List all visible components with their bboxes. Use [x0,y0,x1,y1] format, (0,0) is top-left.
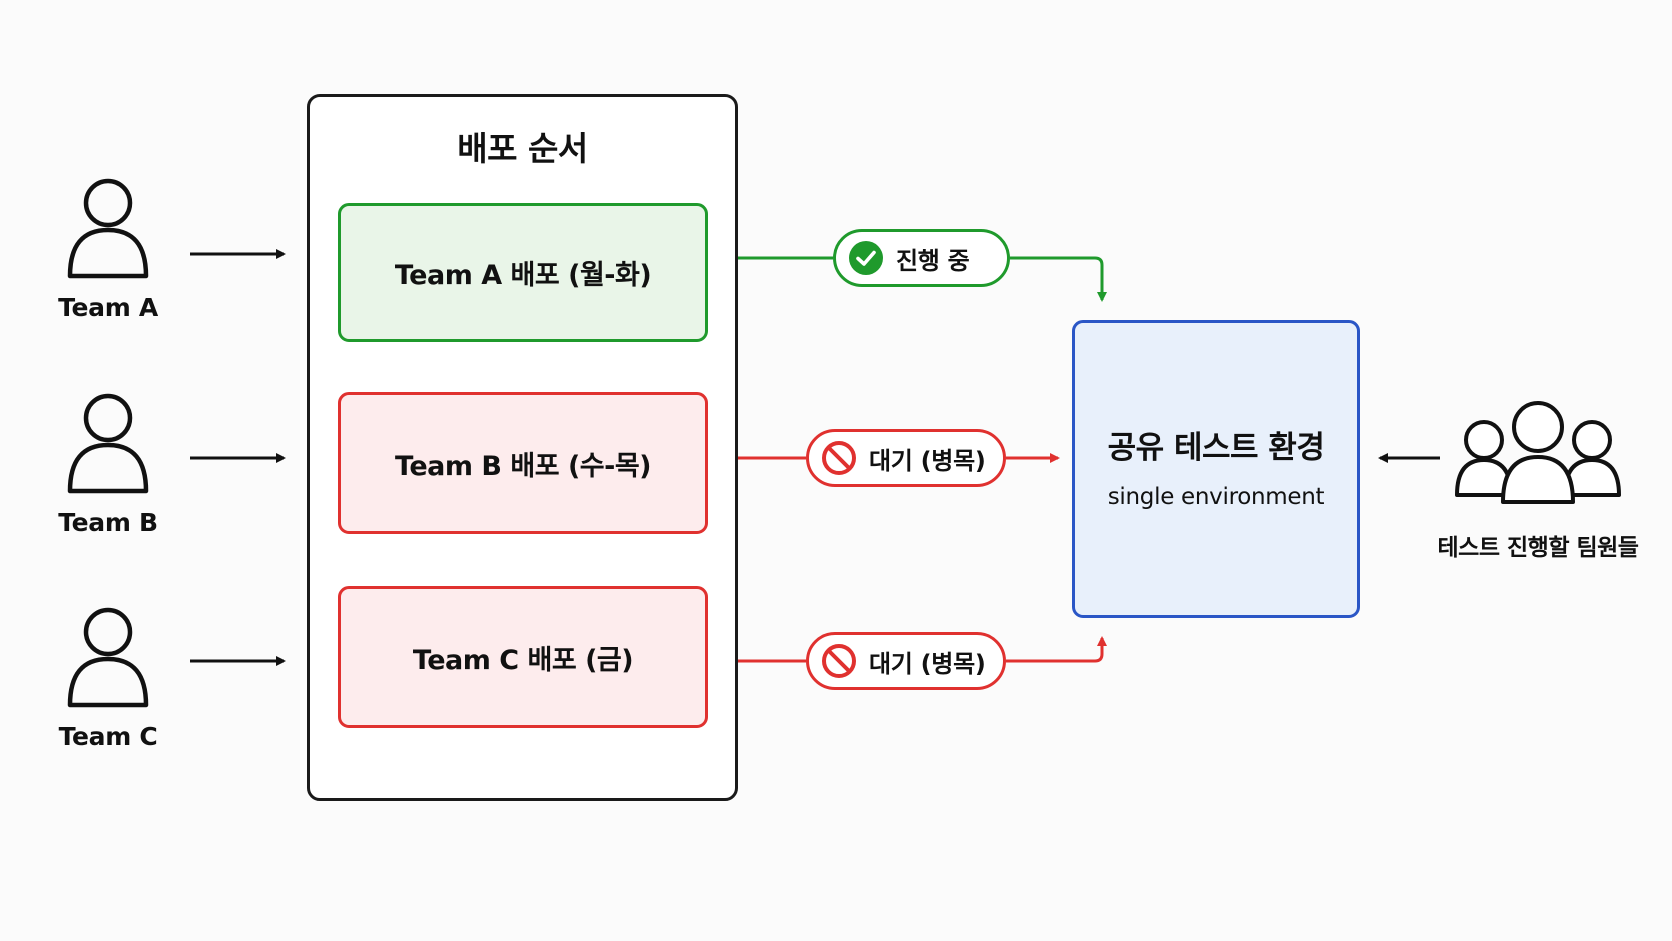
environment-title: 공유 테스트 환경 [1107,430,1325,466]
status-label-team-b: 대기 (병목) [869,446,986,475]
deploy-order-title: 배포 순서 [457,129,588,168]
team-b-deploy-label: Team B 배포 (수-목) [394,450,652,482]
team-c-label: Team C [58,722,158,751]
status-badge-team-a: 진행 중 [833,229,1010,287]
status-label-team-c: 대기 (병목) [869,649,986,678]
status-badge-team-c: 대기 (병목) [806,632,1006,690]
status-label-team-a: 진행 중 [896,246,970,275]
environment-subtitle: single environment [1107,484,1325,510]
team-a-deploy-label: Team A 배포 (월-화) [394,260,652,291]
team-a-label: Team A [58,293,158,322]
testers-label: 테스트 진행할 팀원들 [1437,535,1639,561]
team-b-person-icon [67,393,149,494]
team-b-label: Team B [58,508,158,537]
status-badge-team-b: 대기 (병목) [806,429,1006,487]
team-c-person-icon [67,607,149,708]
team-a-person-icon [67,178,149,279]
shared-test-environment [1072,320,1360,618]
prohibited-icon [822,441,856,475]
check-circle-icon [849,241,883,275]
group-users-icon [1455,401,1621,504]
team-c-deploy-label: Team C 배포 (금) [412,644,634,676]
prohibited-icon [822,644,856,678]
team-a-deploy-slot: Team A 배포 (월-화) [338,203,708,342]
team-c-deploy-slot: Team C 배포 (금) [338,586,708,728]
team-b-deploy-slot: Team B 배포 (수-목) [338,392,708,534]
